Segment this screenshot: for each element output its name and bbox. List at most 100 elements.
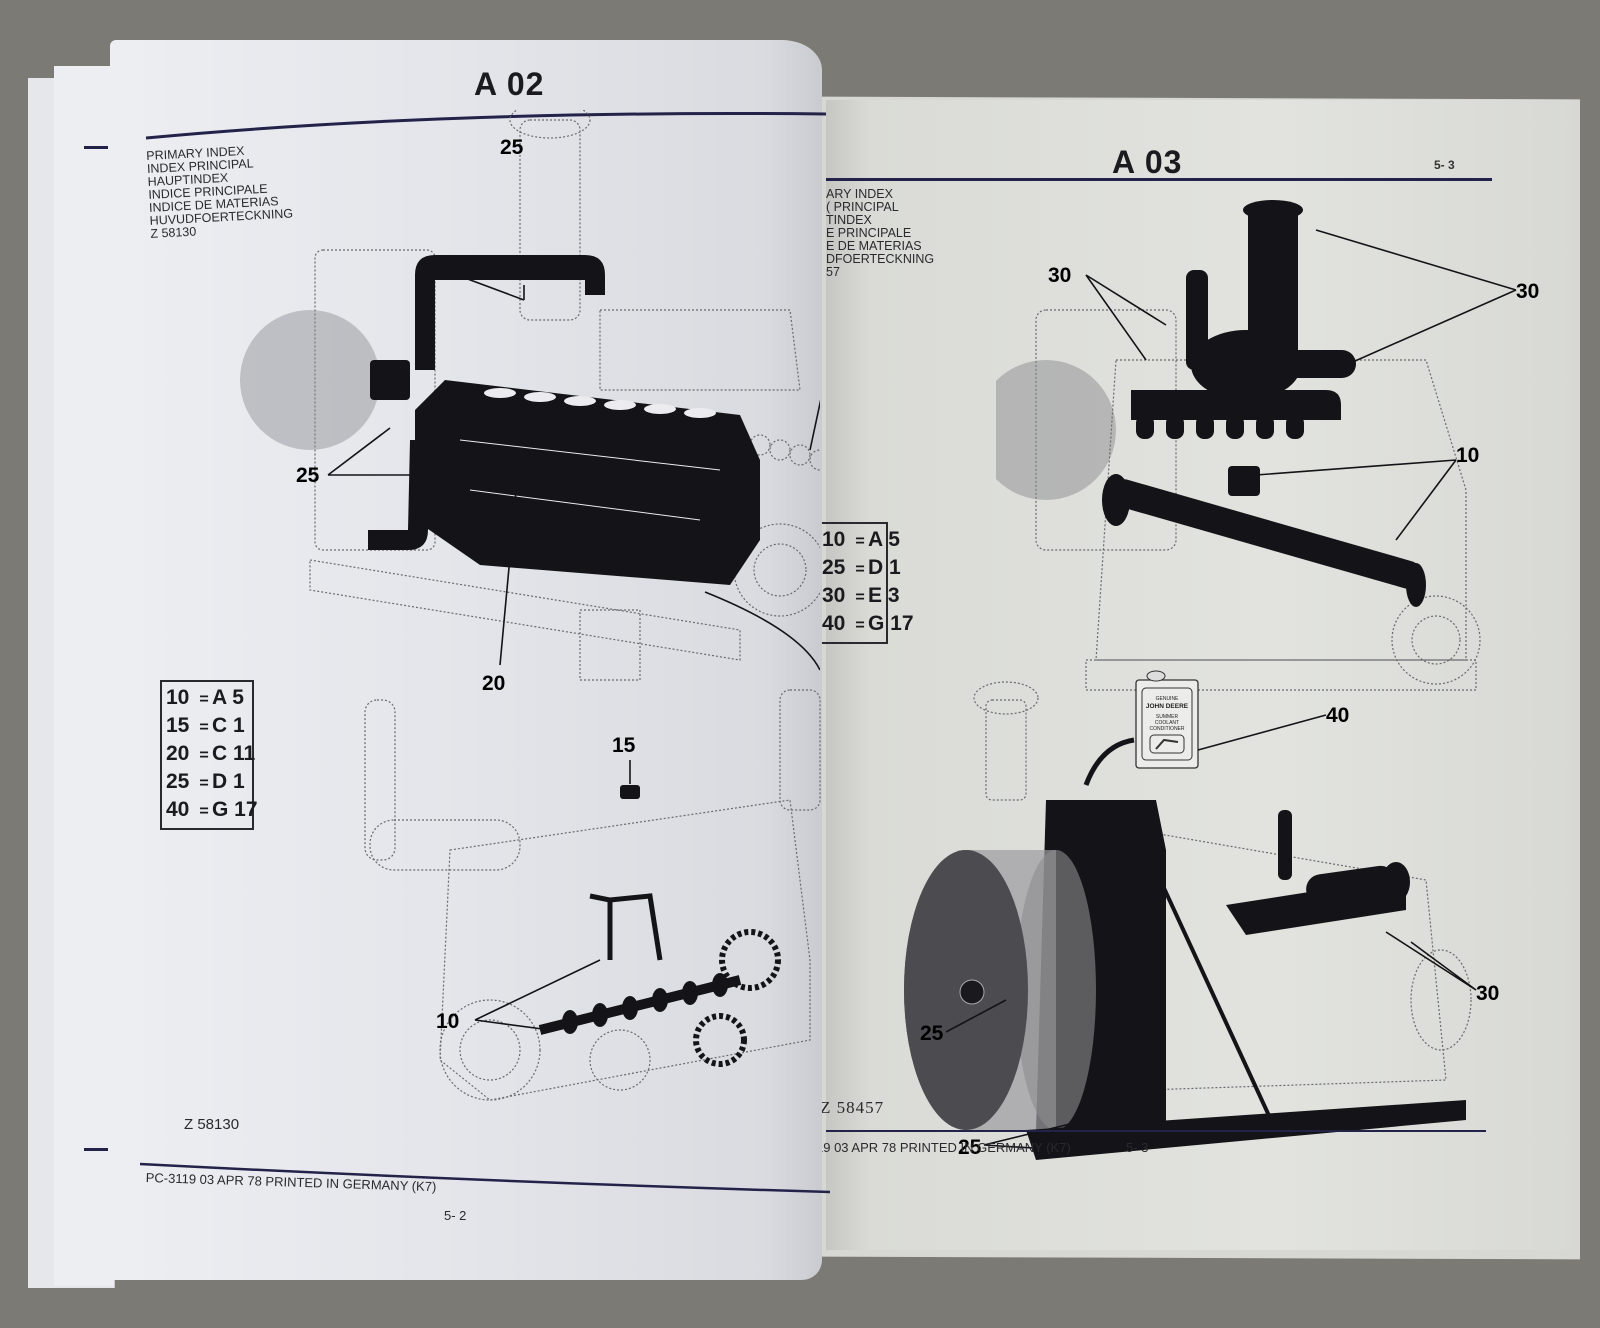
inlet-pipe <box>1186 270 1208 370</box>
page-number-top: 5- 3 <box>1434 158 1455 172</box>
leader-line <box>1385 931 1477 991</box>
fan-hub-icon <box>959 979 985 1005</box>
callout-number: 25 <box>500 136 524 159</box>
engine-figure-block: 25 25 20 <box>240 110 820 690</box>
air-cleaner-outline <box>369 819 521 871</box>
callout-number: 30 <box>1476 982 1499 1005</box>
engine-block-outline <box>439 799 811 1101</box>
engine-figure-radiator-manifold: GENUINE JOHN DEERE SUMMER COOLANT CONDIT… <box>904 670 1499 1160</box>
engine-block-outline <box>1095 359 1467 661</box>
stay-rod <box>1149 859 1273 1121</box>
rule-fragment <box>84 1148 108 1151</box>
head-gasket <box>749 434 820 471</box>
footer-rule <box>140 1162 830 1194</box>
callout-number: 15 <box>612 734 636 757</box>
rule-fragment <box>84 146 108 149</box>
lower-water-pipe <box>368 440 428 550</box>
crankshaft <box>1102 474 1426 607</box>
header-rule <box>826 178 1492 181</box>
can-label: SUMMER <box>1156 714 1179 720</box>
figure-id: Z 58130 <box>184 1116 240 1133</box>
reference-legend: 10=A 5 25=D 1 30=E 3 40=G 17 <box>816 522 914 644</box>
camshaft <box>538 973 742 1035</box>
callout-number: 25 <box>958 1136 982 1159</box>
footer-text: 19 03 APR 78 PRINTED IN GERMANY (K7) <box>816 1140 1071 1155</box>
thermostat-housing <box>370 360 410 400</box>
leader-line <box>327 427 415 476</box>
can-label: COOLANT <box>1155 720 1179 726</box>
can-label: GENUINE <box>1156 696 1179 702</box>
callout-number: 10 <box>436 1010 459 1033</box>
manifold-ports <box>1136 415 1304 439</box>
leader-line <box>1255 459 1457 541</box>
outlet-pipe <box>1276 350 1356 378</box>
intake-cap-outline <box>973 681 1039 715</box>
block-detail <box>459 439 721 521</box>
legend-row: 10=A 5 <box>166 686 244 709</box>
engine-block-outline <box>1135 829 1447 1091</box>
intake-stack-outline <box>985 699 1027 801</box>
index-line: E PRINCIPALE <box>826 226 912 240</box>
intake-cap-outline <box>509 110 591 139</box>
pulley-outline <box>459 1019 521 1081</box>
fan-hatch <box>996 360 1116 500</box>
engine-figure-turbo-crankshaft: 30 30 10 <box>996 200 1539 691</box>
legend-row: 20=C 11 <box>166 742 256 765</box>
mount-outline <box>579 609 641 681</box>
can-label: JOHN DEERE <box>1146 703 1189 710</box>
figure-id: Z 58457 <box>820 1098 885 1117</box>
deer-logo-icon <box>1155 738 1179 750</box>
leader-line <box>429 264 525 301</box>
coolant-conditioner-can: GENUINE JOHN DEERE SUMMER COOLANT CONDIT… <box>1135 670 1199 769</box>
pulley-outline <box>1411 615 1461 665</box>
pipe-outline <box>364 699 396 861</box>
legend-row: 10=A 5 <box>822 528 900 551</box>
index-line: ARY INDEX <box>826 187 893 201</box>
legend-row: 25=D 1 <box>822 556 901 579</box>
legend-row: 40=G 17 <box>822 612 914 635</box>
legend-row: 15=C 1 <box>166 714 245 737</box>
callout-number: 30 <box>1516 280 1539 303</box>
exhaust-manifold <box>1131 390 1341 420</box>
callout-number: 40 <box>1326 704 1349 727</box>
book-page-stack-left <box>54 66 114 1286</box>
can-label: CONDITIONER <box>1150 726 1185 732</box>
callout-number: 25 <box>920 1022 944 1045</box>
pulley-outline <box>1391 595 1481 685</box>
pour-arrow <box>1083 737 1135 786</box>
left-page: A 02 PRIMARY INDEX INDEX PRINCIPAL HAUPT… <box>110 40 830 1280</box>
intake-stack-outline <box>519 119 581 321</box>
page-title: A 03 <box>1112 144 1183 180</box>
index-line: DFOERTECKNING <box>826 252 935 266</box>
index-list: ARY INDEX ( PRINCIPAL TINDEX E PRINCIPAL… <box>826 188 934 279</box>
index-line: E DE MATERIAS <box>826 239 922 253</box>
index-line: TINDEX <box>826 213 872 227</box>
callout-number: 25 <box>296 464 320 487</box>
legend-row: 30=E 3 <box>822 584 900 607</box>
base-frame-outline <box>309 559 741 661</box>
leader-line <box>704 591 820 671</box>
leader-line <box>474 959 601 1031</box>
page-title: A 02 <box>474 66 545 102</box>
cylinder-bores <box>484 388 716 418</box>
damper-outline <box>589 1029 651 1091</box>
page-number: 5- 3 <box>1126 1140 1149 1155</box>
leader-line <box>983 1119 1087 1151</box>
cam-gear-icon <box>719 929 781 991</box>
fan-hatch <box>240 310 380 450</box>
leader-line <box>499 469 519 666</box>
crank-gear-icon <box>693 1013 747 1067</box>
leader-line <box>1315 229 1517 366</box>
pulley-outline <box>1410 949 1472 1051</box>
index-line: 57 <box>826 265 840 279</box>
water-manifold <box>415 255 605 370</box>
callout-number: 20 <box>482 672 505 690</box>
index-line: ( PRINCIPAL <box>826 200 899 214</box>
leader-line <box>1085 274 1167 361</box>
callout-number: 10 <box>1456 444 1479 467</box>
engine-figure-camshaft: 15 10 <box>364 689 821 1101</box>
leader-line <box>1197 714 1327 751</box>
legend-row: 40=G 17 <box>166 798 258 821</box>
leader-line <box>945 999 1007 1033</box>
exhaust-stand-pipe <box>1278 810 1292 880</box>
